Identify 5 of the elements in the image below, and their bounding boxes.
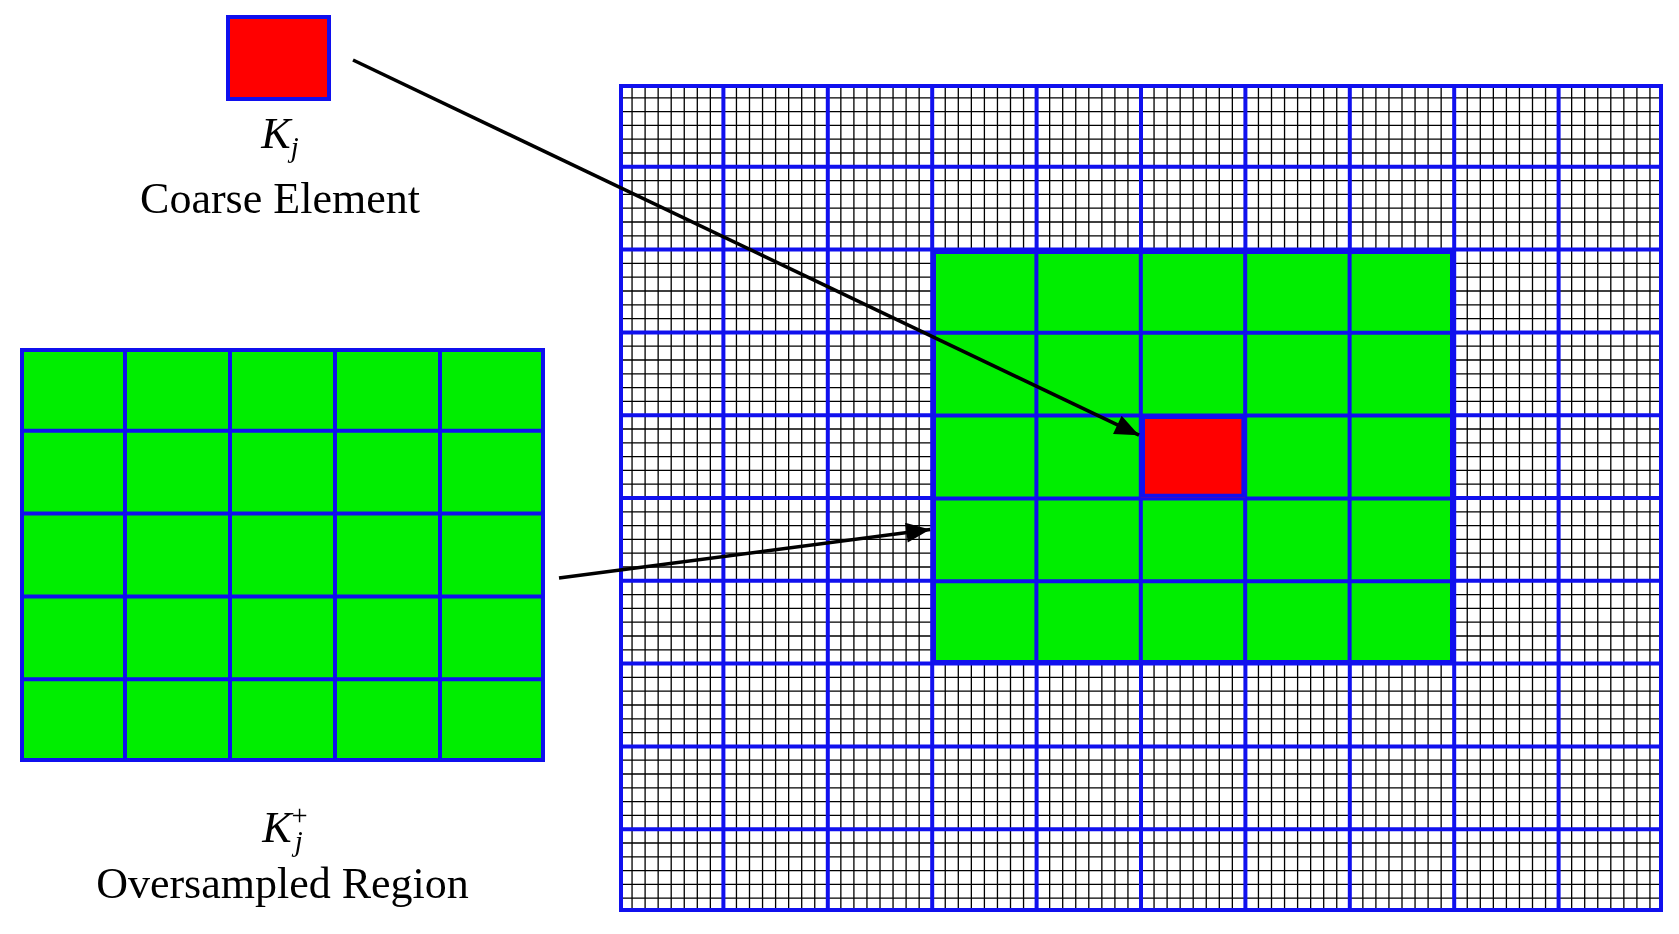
math-label: K$_{j}$ <box>261 110 299 164</box>
arrow <box>352 58 1140 437</box>
arrow <box>558 522 931 580</box>
caption-text: Oversampled Region <box>96 860 469 909</box>
caption-text: Coarse Element <box>140 175 420 224</box>
